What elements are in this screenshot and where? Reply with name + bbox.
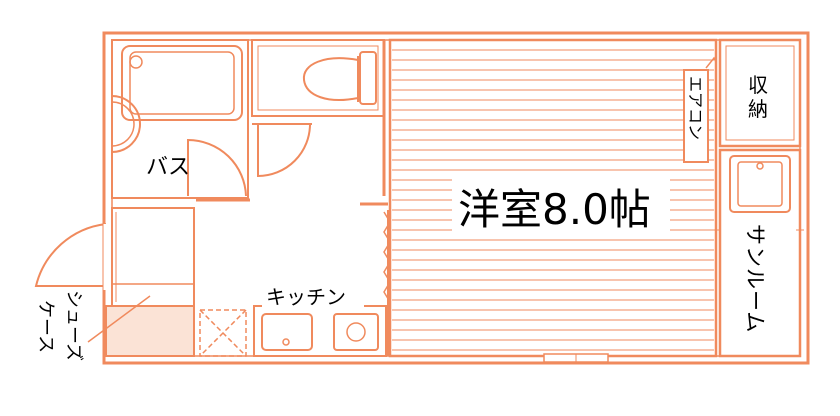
kitchen-label: キッチン	[266, 285, 346, 309]
bath-drain-icon	[129, 55, 143, 69]
sunroom-sink	[729, 155, 791, 213]
bath-label: バス	[146, 155, 190, 180]
bath-room	[111, 39, 249, 199]
toilet-door-swing	[257, 123, 311, 178]
aircon-label: エアコン	[686, 76, 705, 140]
bathtub	[121, 45, 243, 121]
kitchen-counter	[253, 305, 387, 357]
kitchen-sink	[261, 313, 313, 351]
storage-closet	[718, 38, 802, 148]
western-room-label: 洋室8.0帖	[458, 185, 651, 234]
storage-label-line2: 納	[748, 97, 768, 121]
toilet-room	[251, 39, 385, 178]
aircon-unit	[683, 56, 717, 163]
kitchen-sliding-door	[383, 211, 391, 303]
entrance	[34, 207, 195, 357]
bottom-window	[543, 353, 609, 363]
washer-space	[199, 309, 247, 357]
shoe-case-label-line1: シューズ	[63, 290, 84, 361]
toilet-icon	[302, 56, 359, 102]
bath-basin	[111, 95, 141, 153]
bath-door-swing	[187, 138, 247, 197]
entrance-floor	[105, 305, 195, 357]
stove-icon	[333, 313, 379, 351]
sunroom-label: サンルーム	[743, 224, 767, 333]
sunroom-area	[712, 148, 804, 358]
kitchen-walls	[196, 40, 391, 356]
western-room-label-bg	[452, 176, 670, 234]
shoe-case-label-line2: ケース	[35, 300, 56, 353]
entrance-door-swing	[34, 223, 107, 287]
storage-label-line1: 収	[748, 73, 768, 97]
shoe-case-leader	[87, 295, 151, 343]
